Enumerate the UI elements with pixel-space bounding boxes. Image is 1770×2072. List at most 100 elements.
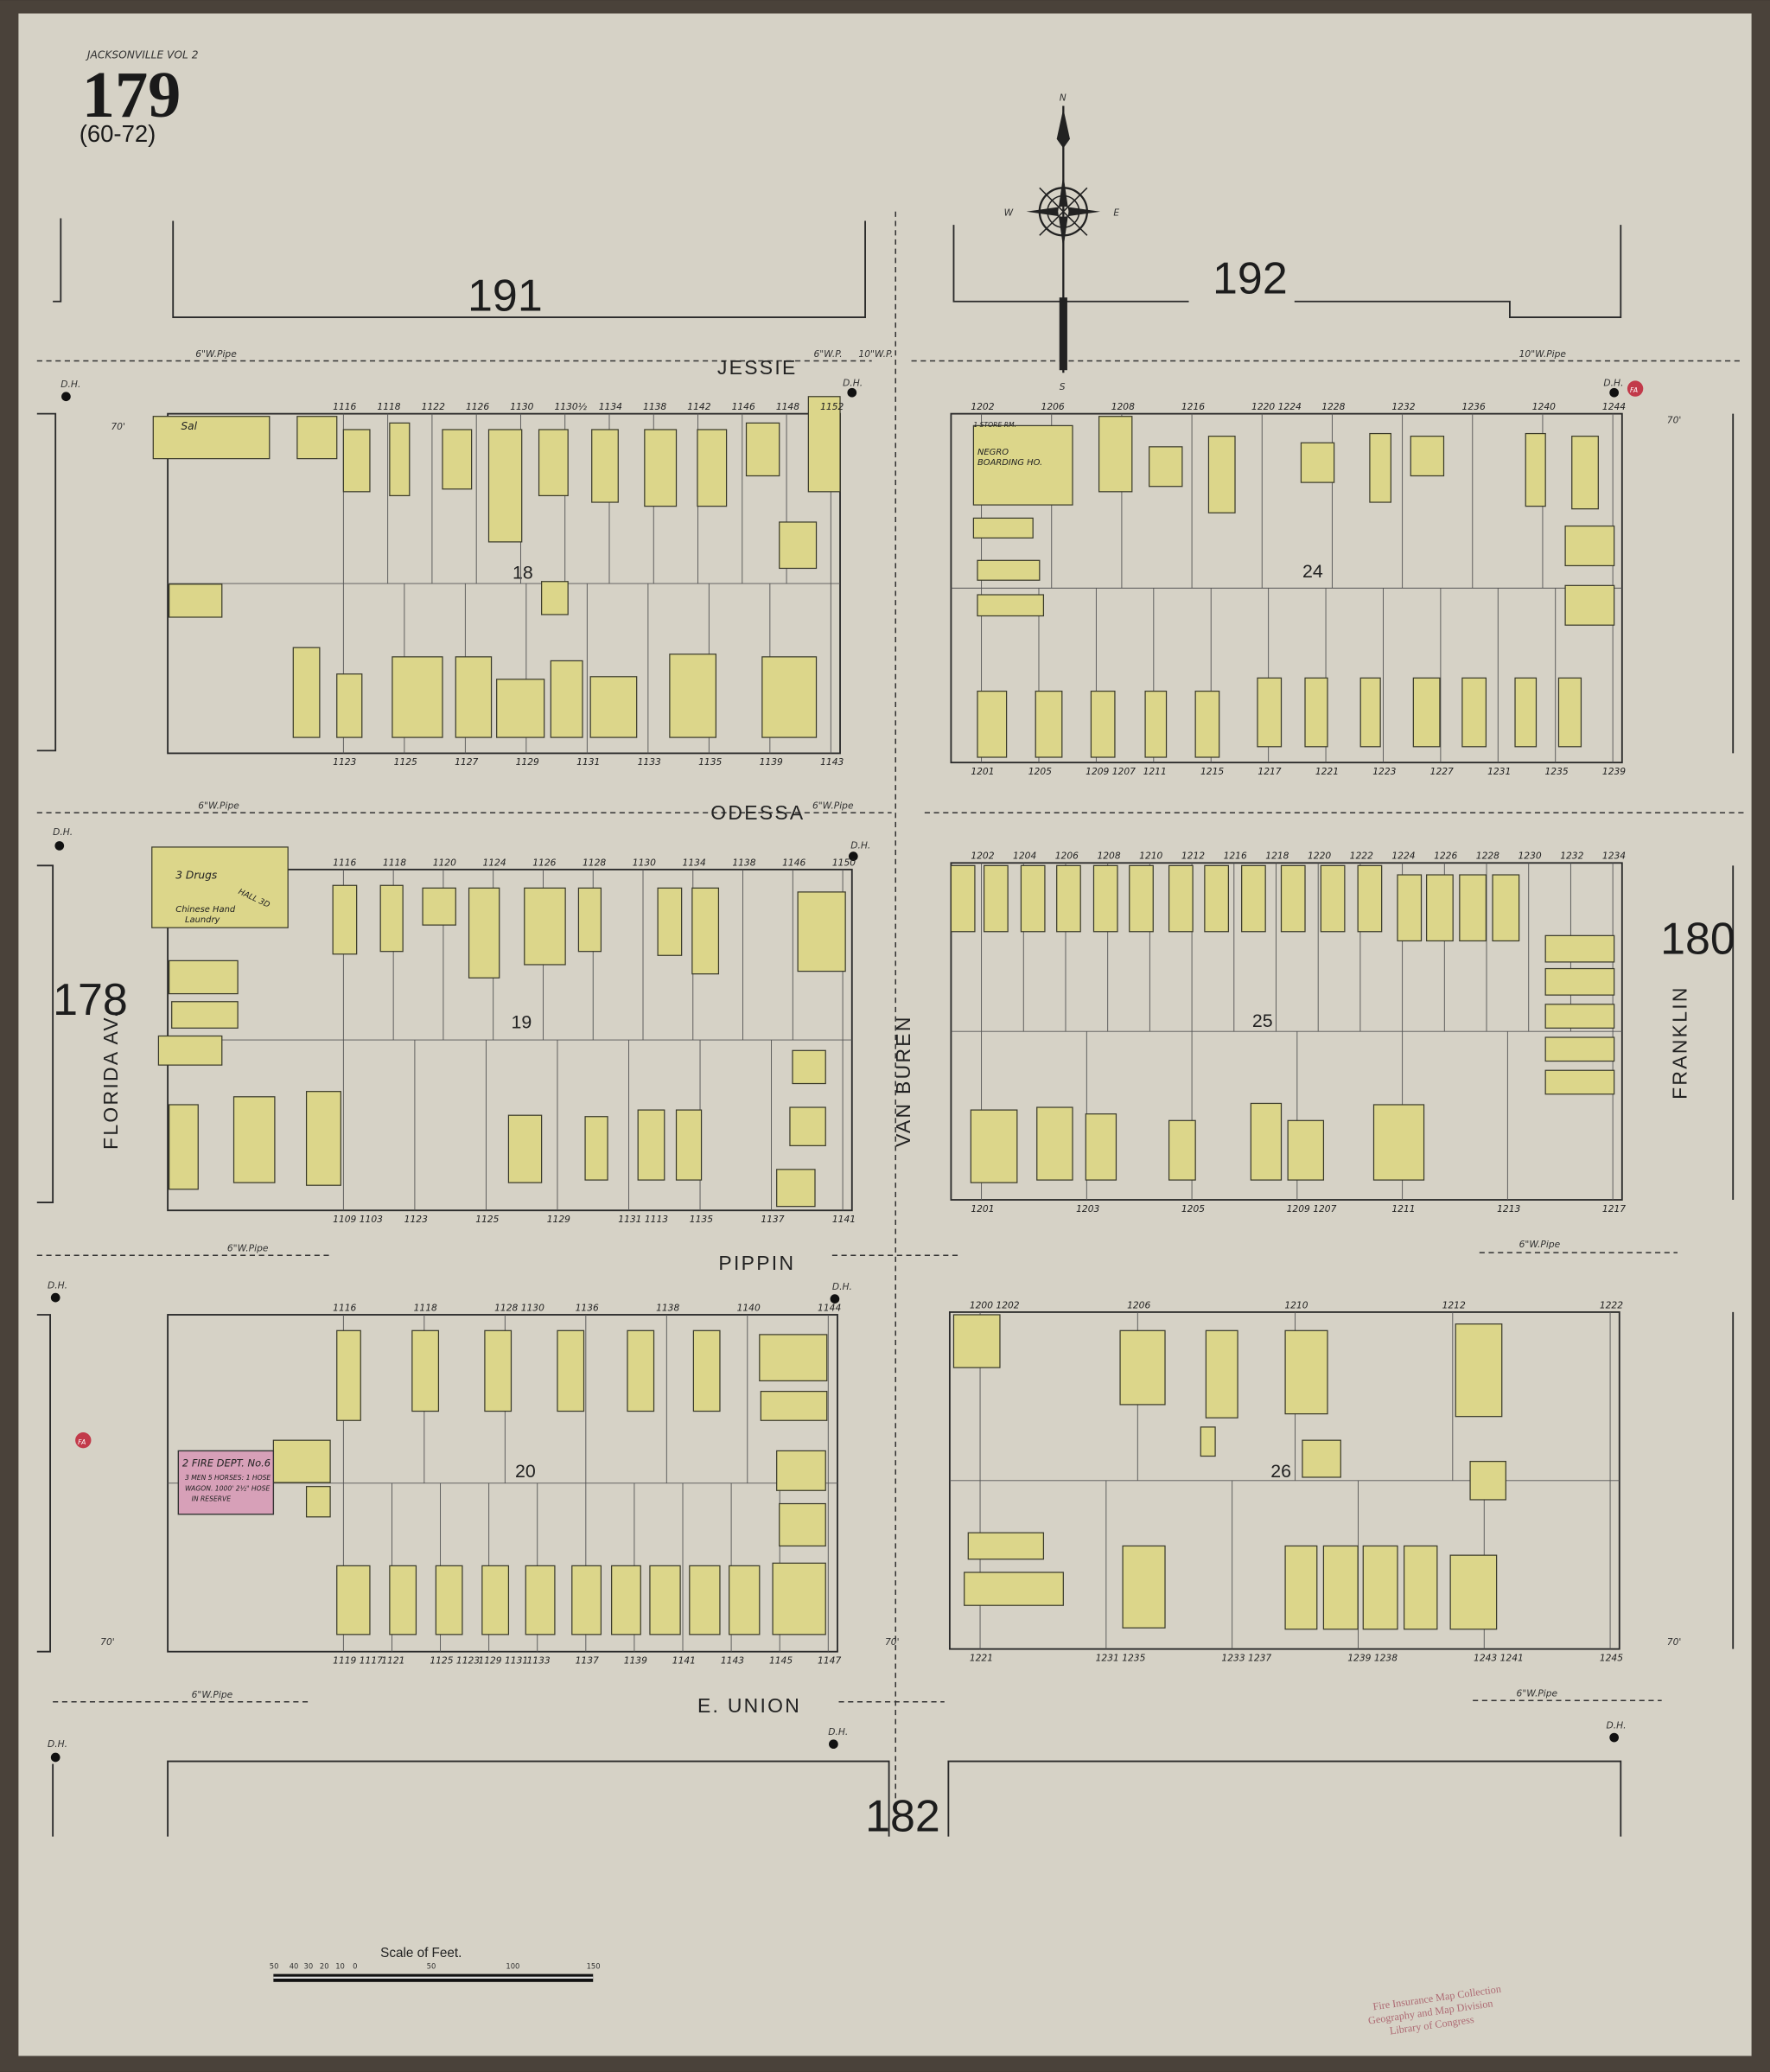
frame-building	[481, 1565, 510, 1635]
svg-text:WAGON. 1000' 2½" HOSE: WAGON. 1000' 2½" HOSE	[185, 1484, 271, 1492]
house-number: 1233 1237	[1221, 1652, 1271, 1663]
frame-building	[1020, 864, 1046, 933]
house-number: 1137	[576, 1654, 599, 1666]
frame-building	[977, 559, 1041, 581]
frame-building	[232, 1096, 276, 1183]
frame-building	[1098, 416, 1133, 493]
house-number: 1221	[1315, 766, 1339, 777]
street-van-buren: VAN BUREN	[892, 1015, 914, 1147]
svg-text:E: E	[1113, 207, 1119, 218]
house-number: 1123	[333, 756, 356, 768]
frame-building	[1459, 874, 1487, 942]
house-number: 1239	[1602, 766, 1626, 777]
frame-building	[169, 959, 239, 995]
fire-station: 2 FIRE DEPT. No.6 3 MEN 5 HORSES: 1 HOSE…	[177, 1450, 275, 1515]
frame-building	[627, 1329, 655, 1412]
frame-building	[152, 416, 271, 460]
frame-building	[1168, 1119, 1196, 1181]
house-number: 1129 1131	[478, 1654, 528, 1666]
frame-building	[171, 1001, 239, 1029]
frame-building	[1544, 1036, 1615, 1062]
frame-building	[1359, 677, 1381, 748]
frame-building	[792, 1049, 826, 1085]
svg-text:D.H.: D.H.	[48, 1738, 67, 1750]
house-number: 1116	[333, 1302, 356, 1313]
house-number: 1217	[1257, 766, 1281, 777]
frame-building	[296, 416, 338, 460]
frame-building	[571, 1565, 602, 1635]
svg-text:N: N	[1060, 92, 1066, 103]
house-number: 1109 1103	[333, 1214, 383, 1225]
scale-tick-label: 40	[290, 1962, 299, 1971]
sheet-range: (60-72)	[80, 120, 156, 147]
frame-building	[779, 521, 818, 570]
house-number: 1127	[455, 756, 478, 768]
frame-building	[950, 864, 976, 933]
frame-building	[1320, 864, 1346, 933]
svg-text:Laundry: Laundry	[185, 915, 220, 925]
frame-building	[1544, 934, 1615, 963]
house-number: 1230	[1518, 851, 1541, 862]
house-number: 1244	[1602, 401, 1626, 412]
house-number: 1222	[1600, 1299, 1623, 1310]
house-number: 1217	[1602, 1203, 1626, 1215]
frame-building	[807, 396, 841, 493]
house-number: 1128	[583, 857, 606, 868]
frame-building	[1302, 1439, 1341, 1478]
frame-building	[550, 660, 583, 738]
house-number: 1212	[1442, 1299, 1466, 1310]
frame-building	[1122, 1545, 1166, 1629]
pipe-label: 6"W.P.	[813, 348, 842, 360]
water-pipes: 6"W.Pipe 6"W.P. 10"W.P. 10"W.Pipe 6"W.Pi…	[36, 211, 1744, 1811]
svg-text:D.H.: D.H.	[832, 1281, 852, 1292]
house-number: 1240	[1532, 401, 1556, 412]
svg-text:S: S	[1060, 381, 1066, 392]
frame-building	[1410, 436, 1445, 477]
frame-building	[442, 429, 473, 490]
frame-building	[649, 1565, 681, 1635]
frame-building	[507, 1114, 543, 1183]
house-number: 1218	[1265, 851, 1289, 862]
svg-text:FA: FA	[1630, 386, 1638, 394]
house-number: 1201	[971, 766, 994, 777]
house-number: 1150	[832, 857, 856, 868]
frame-building	[760, 1391, 828, 1421]
house-number: 1208	[1111, 401, 1135, 412]
frame-building	[977, 594, 1045, 617]
frame-building	[541, 581, 569, 615]
frame-building	[305, 1091, 341, 1186]
house-number: 1201	[971, 1203, 994, 1215]
frame-building	[1280, 864, 1306, 933]
house-number: 1138	[732, 857, 755, 868]
frame-building	[589, 676, 638, 738]
frame-building	[745, 422, 780, 477]
house-number: 1135	[690, 1214, 713, 1225]
frame-building	[1557, 677, 1582, 748]
street-franklin: FRANKLIN	[1669, 985, 1691, 1100]
house-number: 1125 1123	[430, 1654, 480, 1666]
house-number: 1200 1202	[970, 1299, 1020, 1310]
svg-text:182: 182	[865, 1792, 940, 1842]
frame-building	[779, 1502, 826, 1547]
house-number: 1120	[433, 857, 456, 868]
frame-building	[1035, 690, 1063, 758]
house-number: 1231	[1487, 766, 1511, 777]
house-number: 1202	[971, 851, 994, 862]
house-number: 1209 1207	[1086, 766, 1136, 777]
house-number: 1211	[1143, 766, 1167, 777]
frame-building	[1372, 1104, 1425, 1181]
adjacent-blocks	[36, 218, 1735, 1837]
frame-building	[1085, 1113, 1117, 1181]
frame-building	[776, 1450, 826, 1491]
house-number: 1129	[516, 756, 539, 768]
frame-building	[972, 517, 1034, 539]
house-number: 1228	[1476, 851, 1499, 862]
compass-rose-icon: N S E W	[1004, 92, 1120, 392]
frame-building	[169, 583, 223, 618]
frame-building	[525, 1565, 556, 1635]
house-number: 1224	[1391, 851, 1415, 862]
frame-building	[1149, 446, 1183, 488]
house-number: 1227	[1430, 766, 1454, 777]
svg-text:D.H.: D.H.	[843, 378, 863, 389]
